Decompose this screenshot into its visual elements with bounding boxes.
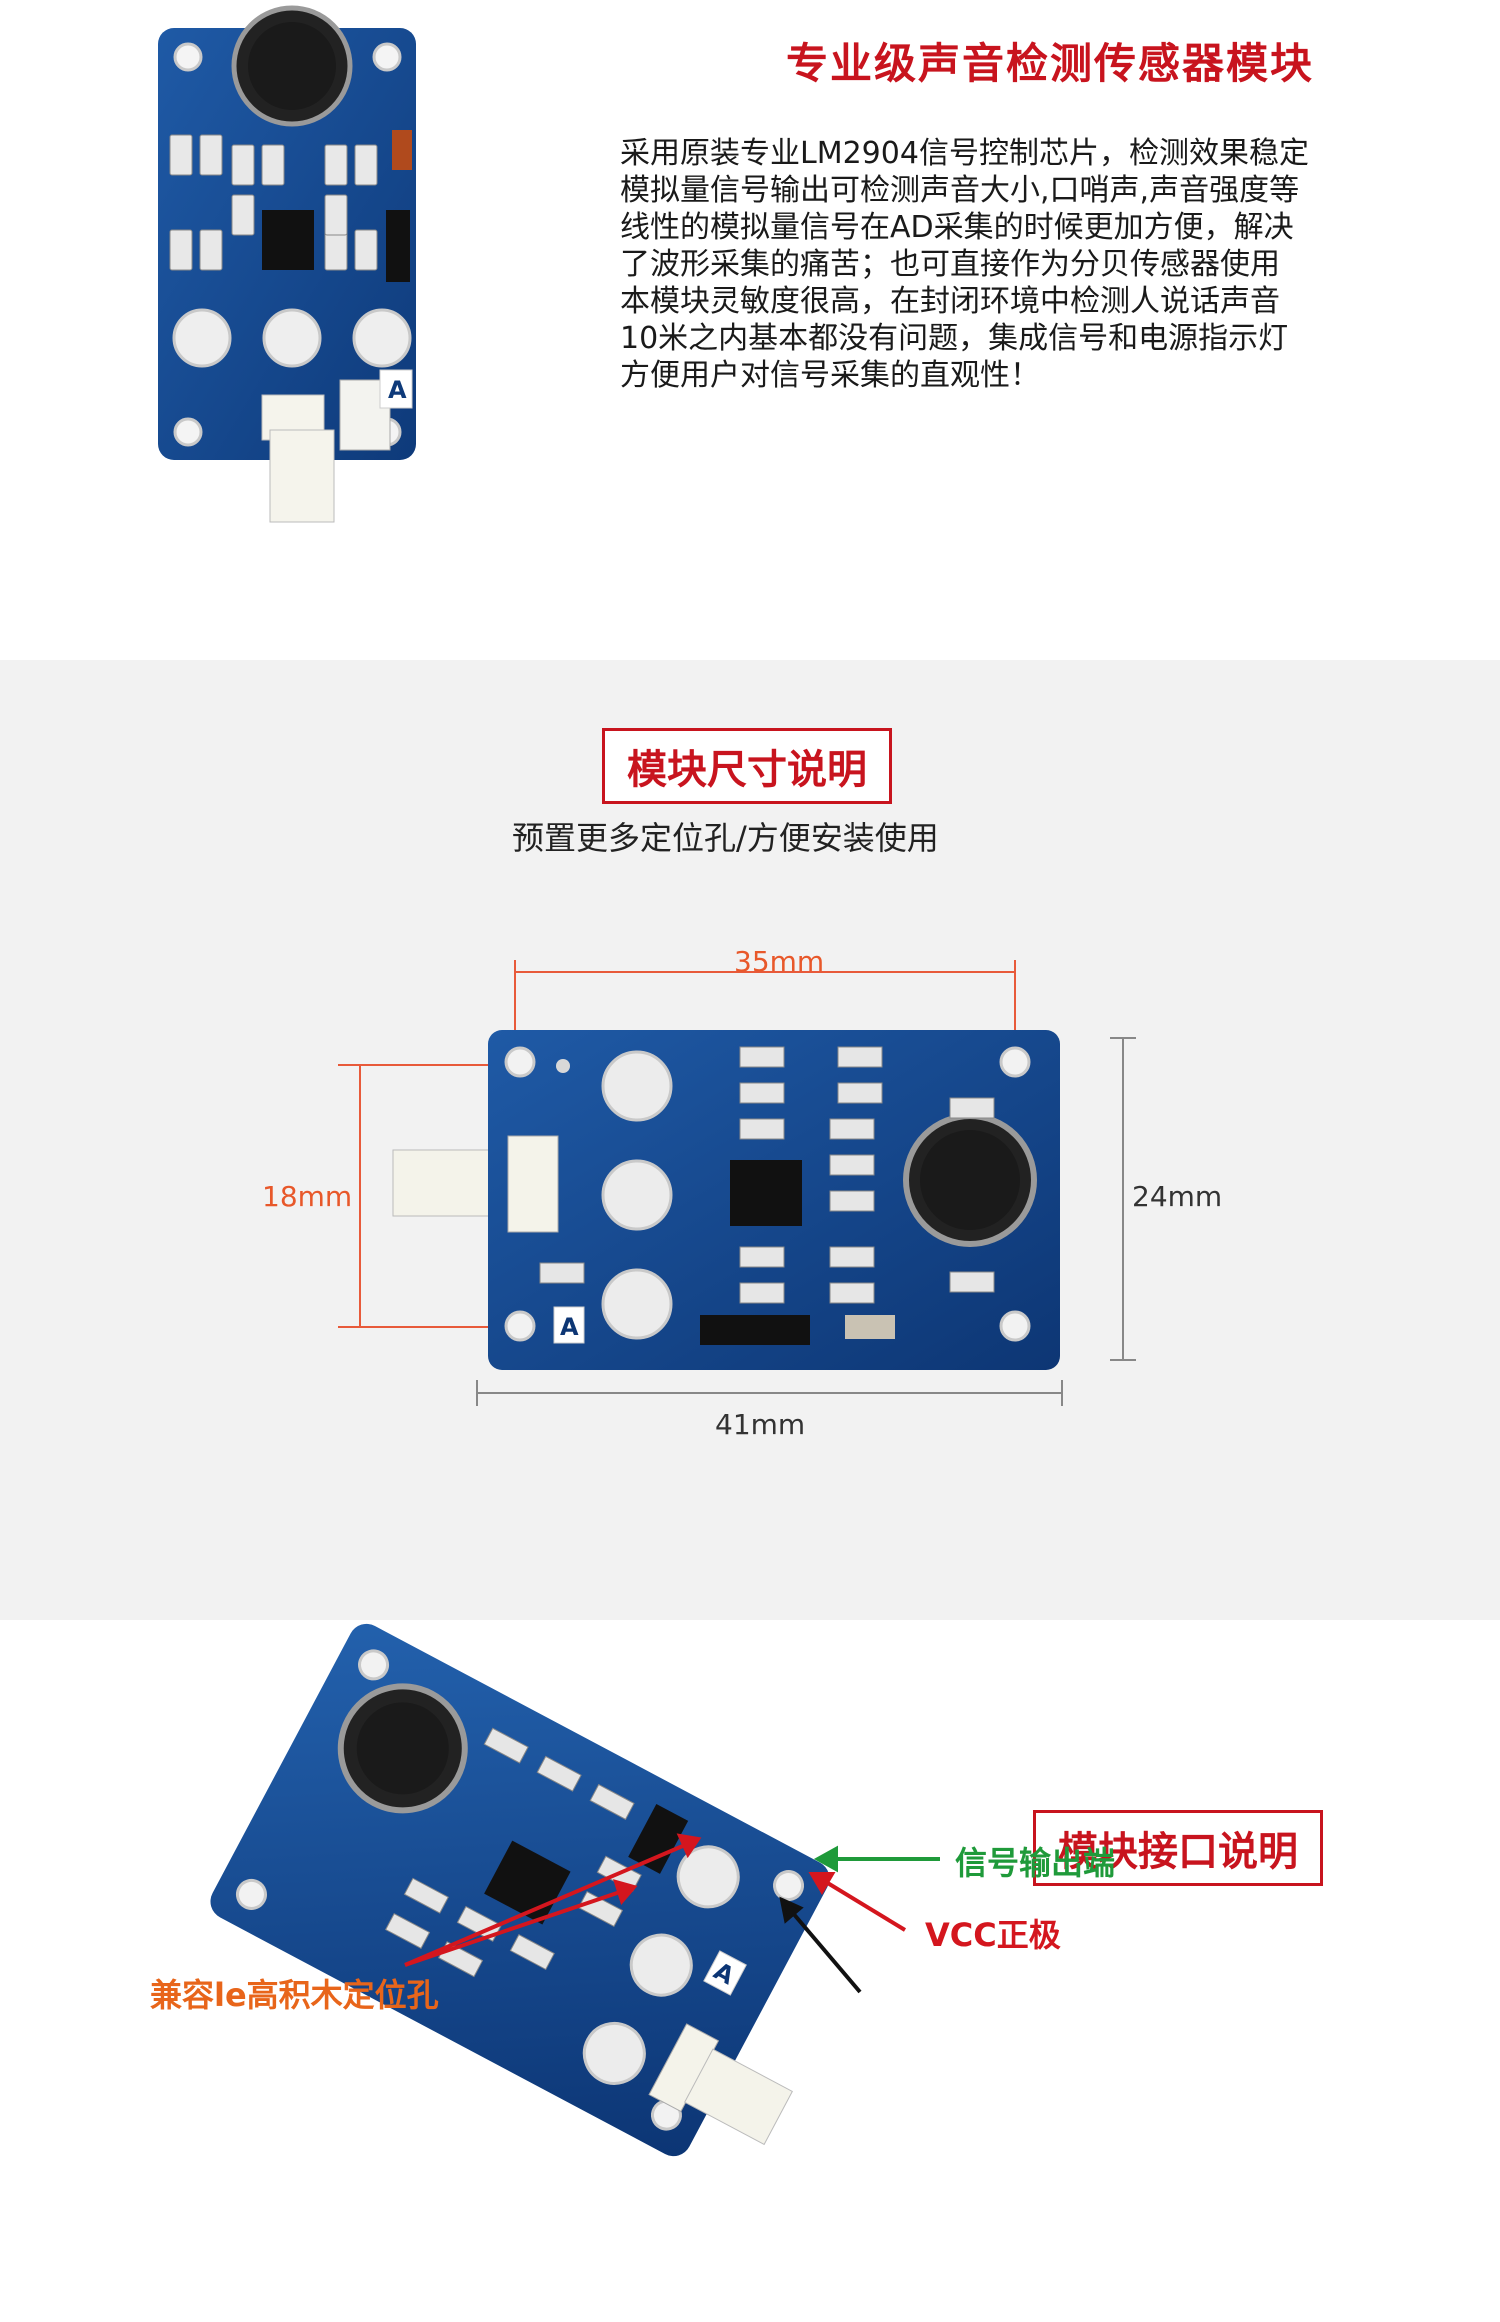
mounting-holes-label: 兼容le高积木定位孔 [150, 1976, 439, 2014]
description-line: 了波形采集的痛苦；也可直接作为分贝传感器使用 [620, 247, 1280, 282]
dim-line-right [1110, 1037, 1136, 1361]
ground-arrow [779, 1896, 862, 1994]
dimensions-title: 模块尺寸说明 [602, 728, 892, 804]
description-line: 采用原装专业LM2904信号控制芯片，检测效果稳定 [620, 136, 1309, 171]
intro-section: A 专业级声音检测传感器模块 采用原装专业LM2904信号控制芯片，检测效果稳定… [0, 0, 1500, 660]
dim-label-top: 35mm [734, 945, 825, 978]
dimensions-subtitle: 预置更多定位孔/方便安装使用 [512, 819, 939, 857]
description-line: 方便用户对信号采集的直观性！ [620, 358, 1040, 393]
description-line: 线性的模拟量信号在AD采集的时候更加方便，解决 [620, 210, 1294, 245]
vcc-label: VCC正极 [925, 1916, 1061, 1954]
dim-line-left [338, 1064, 505, 1328]
interface-photo: A [210, 1623, 940, 2157]
pcb-photo-top: A [158, 5, 416, 523]
interface-section: 模块接口说明 [0, 1620, 1500, 2322]
pcb-board: A [158, 5, 416, 523]
signal-output-label: 信号输出端 [955, 1844, 1116, 1882]
vcc-arrow [808, 1872, 907, 1932]
dim-label-right: 24mm [1132, 1180, 1223, 1213]
page-title: 专业级声音检测传感器模块 [786, 39, 1315, 88]
description-line: 10米之内基本都没有问题，集成信号和电源指示灯 [620, 321, 1289, 356]
dim-label-left: 18mm [262, 1180, 353, 1213]
description-paragraph: 采用原装专业LM2904信号控制芯片，检测效果稳定 模拟量信号输出可检测声音大小… [620, 135, 1309, 394]
svg-text:A: A [388, 376, 407, 404]
dimensions-section: 模块尺寸说明 预置更多定位孔/方便安装使用 [0, 660, 1500, 1620]
holes-arrows [404, 1833, 702, 1967]
signal-arrow [813, 1845, 940, 1873]
lm2904-chip [730, 1160, 802, 1226]
dim-line-bottom [476, 1380, 1063, 1406]
dim-label-bottom: 41mm [715, 1408, 806, 1441]
pin-header [392, 1149, 504, 1217]
description-line: 本模块灵敏度很高，在封闭环境中检测人说话声音 [620, 284, 1280, 319]
dimension-drawing: A [338, 960, 1136, 1406]
description-line: 模拟量信号输出可检测声音大小,口哨声,声音强度等 [620, 173, 1300, 208]
pcb-board-flat: A [488, 1030, 1060, 1370]
interface-title: 模块接口说明 [1033, 1810, 1323, 1886]
svg-text:A: A [560, 1313, 579, 1341]
lm2904-chip [262, 210, 314, 270]
